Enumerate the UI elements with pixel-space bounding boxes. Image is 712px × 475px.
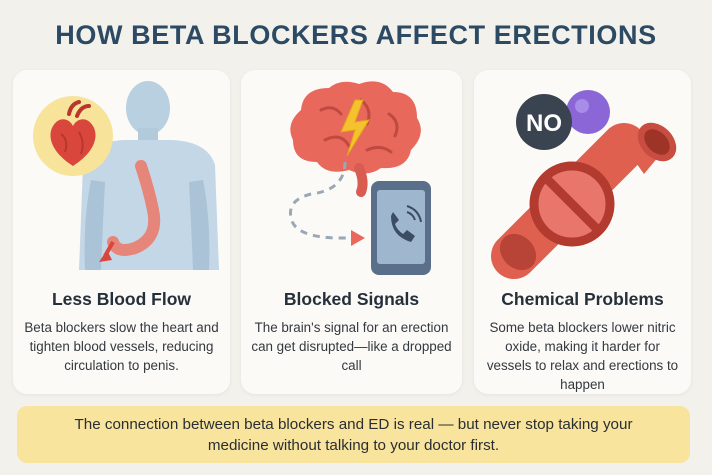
card-body: The brain's signal for an erection can g… (251, 320, 452, 373)
dashed-signal-line (288, 161, 359, 240)
heart-icon (33, 96, 113, 176)
footer-text: The connection between beta blockers and… (74, 415, 633, 454)
arrow-head (99, 250, 112, 262)
no-symbol-icon (529, 161, 615, 247)
card-chemical-problems: NO Chemical Problems Some beta blockers … (474, 70, 691, 394)
nitric-oxide-molecule-icon: NO (516, 90, 610, 150)
card-blocked-signals: Blocked Signals The brain's signal for a… (241, 70, 462, 394)
signals-illustration (288, 81, 431, 275)
phone-call-icon (371, 181, 431, 275)
footer-banner: The connection between beta blockers and… (17, 406, 690, 463)
card-body: Beta blockers slow the heart and tighten… (24, 320, 219, 373)
card-heading: Blocked Signals (283, 289, 420, 309)
card-heading: Less Blood Flow (51, 289, 192, 309)
molecule-label: NO (526, 110, 562, 137)
card-less-blood-flow: Less Blood Flow Beta blockers slow the h… (13, 70, 230, 394)
chemical-illustration: NO (491, 90, 677, 279)
page-title: HOW BETA BLOCKERS AFFECT ERECTIONS (55, 20, 657, 50)
card-heading: Chemical Problems (501, 289, 664, 309)
blood-vessel-icon (107, 160, 161, 256)
blood-flow-illustration (33, 81, 219, 270)
lightning-bolt-icon (340, 99, 370, 157)
signal-arrow-icon (351, 230, 365, 246)
card-body: Some beta blockers lower nitric oxide, m… (486, 320, 679, 392)
